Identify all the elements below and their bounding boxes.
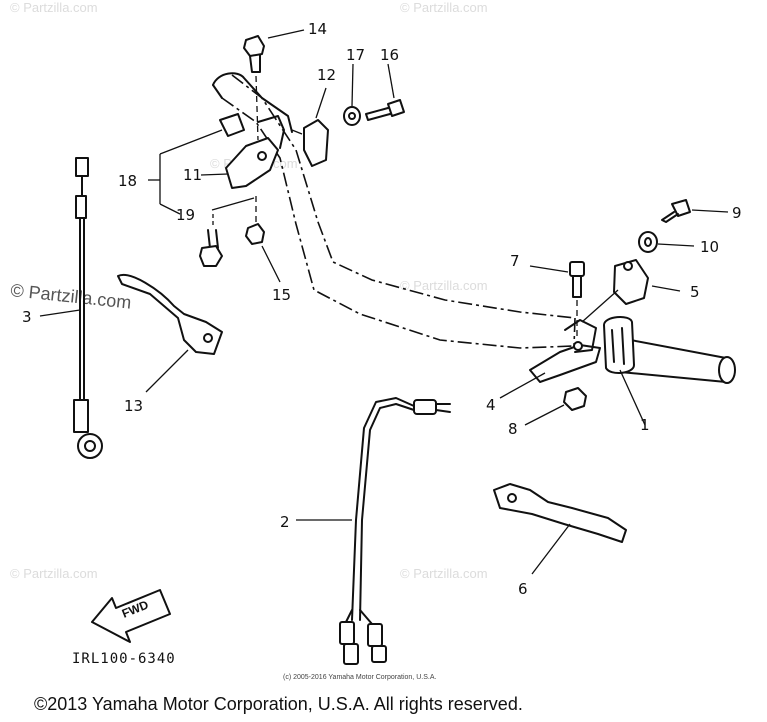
part-callouts: 1 2 3 4 5 6 7 8 9 10 11 12 13 14 15 16 1…: [22, 20, 742, 598]
callout-5: 5: [690, 283, 700, 301]
screw-9: [661, 199, 729, 223]
washer-10: [638, 231, 695, 253]
watermark: © Partzilla.com: [400, 0, 488, 15]
watermark: © Partzilla.com: [10, 0, 98, 15]
screw-16: [365, 63, 405, 121]
callout-15: 15: [272, 286, 291, 304]
switch-harness: [296, 397, 451, 665]
callout-6: 6: [518, 580, 528, 598]
callout-18: 18: [118, 172, 137, 190]
left-lever-holder: [200, 113, 285, 189]
callout-12: 12: [317, 66, 336, 84]
brake-lever: [493, 483, 627, 575]
washer-17: [343, 63, 361, 126]
callout-4: 4: [486, 396, 496, 414]
callout-8: 8: [508, 420, 518, 438]
small-copyright: (c) 2005-2016 Yamaha Motor Corporation, …: [283, 674, 436, 681]
main-copyright: ©2013 Yamaha Motor Corporation, U.S.A. A…: [34, 694, 523, 714]
callout-3: 3: [22, 308, 32, 326]
bolt-7: [529, 261, 585, 340]
callout-14: 14: [308, 20, 327, 38]
holder-cap: [581, 259, 681, 323]
callout-13: 13: [124, 397, 143, 415]
throttle-housing: [603, 316, 646, 426]
clutch-cable: [39, 157, 103, 459]
clutch-lever: [117, 273, 223, 393]
callout-1: 1: [640, 416, 650, 434]
assembly-bracket: [148, 129, 255, 215]
bolt-14: [243, 29, 305, 141]
watermark: © Partzilla.com: [10, 566, 98, 581]
callout-16: 16: [380, 46, 399, 64]
forward-arrow: FWD: [91, 589, 171, 643]
clamp-12: [291, 87, 329, 167]
nut-15: [245, 196, 281, 283]
watermark: © Partzilla.com: [400, 566, 488, 581]
watermark: © Partzilla.com: [400, 278, 488, 293]
callout-7: 7: [510, 252, 520, 270]
callout-11: 11: [183, 166, 202, 184]
callout-17: 17: [346, 46, 365, 64]
callout-2: 2: [280, 513, 290, 531]
callout-10: 10: [700, 238, 719, 256]
diagram-code: IRL100-6340: [72, 651, 176, 667]
nut-8: [524, 387, 587, 426]
screw-19: [199, 214, 223, 267]
callout-9: 9: [732, 204, 742, 222]
callout-19: 19: [176, 206, 195, 224]
handlebar: [212, 72, 736, 384]
right-lever-holder: [499, 319, 601, 399]
